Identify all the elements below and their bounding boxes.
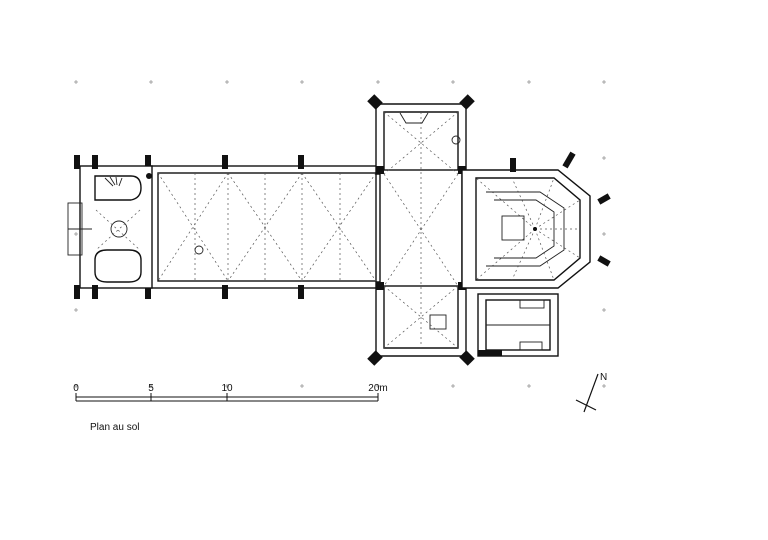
buttress [145, 155, 151, 169]
north-arrow: N [575, 372, 607, 413]
crossing-vault-ribs [383, 111, 459, 349]
survey-grid-crosses [74, 80, 606, 388]
pier [146, 173, 152, 179]
buttress [92, 155, 98, 169]
altar-south-transept [429, 314, 447, 330]
porch-chamber [94, 249, 142, 283]
altar-north-transept [399, 112, 429, 124]
buttress [92, 285, 98, 299]
buttress [298, 155, 304, 169]
west-porch [67, 155, 153, 299]
sacristy [477, 293, 559, 357]
font-basin [194, 245, 204, 255]
scale-tick-label: 20m [368, 383, 387, 394]
apse-vault-ribs [475, 177, 581, 281]
scale-bar: 0 5 10 20m [73, 383, 388, 402]
porch-column [110, 220, 128, 238]
scale-tick-label: 10 [221, 383, 233, 394]
nave [145, 155, 383, 299]
north-label: N [600, 372, 607, 383]
buttress [145, 285, 151, 299]
nave-inner-wall [157, 172, 377, 282]
choir-inner-wall [475, 177, 581, 281]
spiral-stair [94, 175, 142, 201]
buttress [298, 285, 304, 299]
scale-tick-label: 5 [148, 383, 154, 394]
scale-tick-label: 0 [73, 383, 79, 394]
transept [367, 94, 475, 366]
nave-vault-ribs [157, 172, 377, 282]
choir-apse [461, 151, 611, 289]
buttress [222, 155, 228, 169]
high-altar [501, 215, 525, 241]
stair-steps [104, 176, 123, 187]
buttress [222, 285, 228, 299]
buttress [510, 158, 516, 172]
buttress [74, 155, 80, 169]
buttress [74, 285, 80, 299]
choir-steps [486, 191, 565, 267]
plan-caption: Plan au sol [90, 422, 139, 433]
